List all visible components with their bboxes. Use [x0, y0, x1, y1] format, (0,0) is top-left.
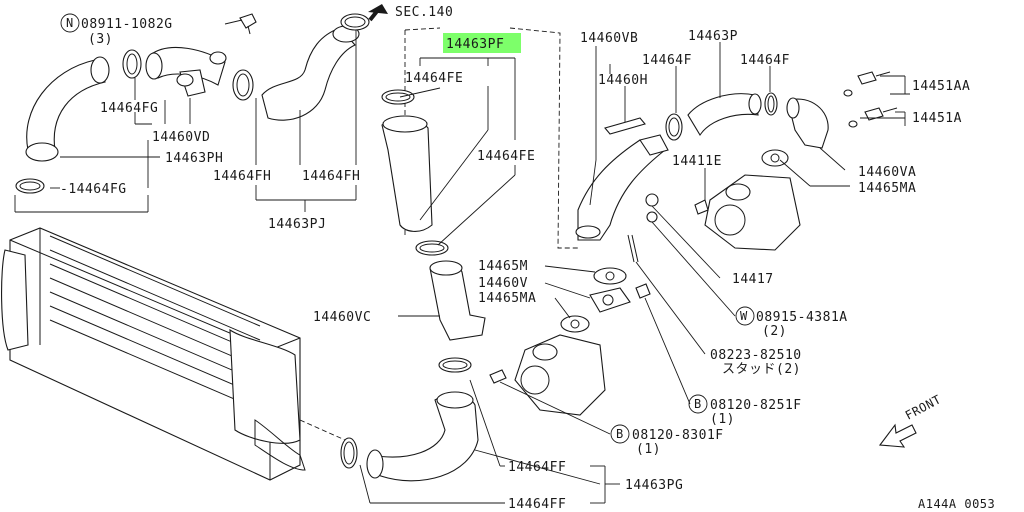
label-14460VB[interactable]: 14460VB [580, 31, 638, 46]
nut-14417[interactable] [645, 193, 659, 223]
diagram-code: A144A 0053 [918, 497, 995, 511]
label-08120-8251F[interactable]: 08120-8251F [710, 398, 802, 413]
label-qty-2: (2) [762, 324, 787, 339]
label-qty-3: (3) [88, 32, 113, 47]
hose-14463PJ[interactable] [261, 25, 360, 121]
label-14464F-left[interactable]: 14464F [642, 53, 692, 68]
label-14460VC[interactable]: 14460VC [313, 310, 371, 325]
clamp-14464FE-upper[interactable] [381, 89, 415, 105]
clamp-14464F-right[interactable] [764, 92, 778, 116]
pipe-14460VA[interactable] [786, 97, 829, 149]
gasket-14460H[interactable] [604, 117, 646, 135]
intercooler[interactable] [1, 227, 306, 481]
label-08223-82510[interactable]: 08223-82510 [710, 348, 802, 363]
bolt-14411E[interactable] [694, 199, 709, 215]
label-14464FH-left[interactable]: 14464FH [213, 169, 271, 184]
gasket-14465MA-lower[interactable] [560, 315, 590, 333]
label-14464FE-upper[interactable]: 14464FE [405, 71, 463, 86]
hose-14463PF[interactable] [381, 115, 433, 232]
gasket-14465M[interactable] [593, 267, 627, 285]
clamp-14464FH-top[interactable] [340, 13, 370, 31]
prefix-b-circle-lower [610, 424, 630, 444]
label-14463PF[interactable]: 14463PF [446, 37, 504, 52]
label-front: FRONT [903, 392, 944, 422]
arrow-sec140 [368, 4, 388, 22]
bolt-08120-8251F[interactable] [635, 283, 651, 299]
bolt-08911[interactable] [239, 13, 257, 35]
label-14464FG-upper[interactable]: 14464FG [100, 101, 158, 116]
stud-08223[interactable] [627, 234, 639, 263]
clamp-14464FH-left[interactable] [232, 69, 254, 101]
label-14465MA-upper[interactable]: 14465MA [858, 181, 916, 196]
label-14465MA-lower[interactable]: 14465MA [478, 291, 536, 306]
prefix-w: W [740, 309, 748, 323]
prefix-n-circle [60, 13, 80, 33]
label-14451A[interactable]: 14451A [912, 111, 962, 126]
label-14464F-right[interactable]: 14464F [740, 53, 790, 68]
flange-14460V[interactable] [589, 287, 631, 313]
label-14417[interactable]: 14417 [732, 272, 774, 287]
pipe-14460VD[interactable] [145, 46, 227, 97]
label-14463PH[interactable]: 14463PH [165, 151, 223, 166]
label-qty-1-lower: (1) [636, 442, 661, 457]
clamp-14464FF-lower[interactable] [340, 437, 358, 469]
turbo-front[interactable] [704, 174, 801, 251]
label-14464FE-lower[interactable]: 14464FE [477, 149, 535, 164]
leader-lines [14, 19, 910, 504]
clamp-14464FG-lower[interactable] [15, 178, 45, 194]
label-14451AA[interactable]: 14451AA [912, 79, 970, 94]
clamp-14464FF-upper[interactable] [438, 357, 472, 373]
label-14460V[interactable]: 14460V [478, 276, 528, 291]
label-08915-4381A[interactable]: 08915-4381A [756, 310, 848, 325]
gasket-14465MA-upper[interactable] [761, 149, 789, 167]
label-14460VA[interactable]: 14460VA [858, 165, 916, 180]
label-14464FG-lower[interactable]: -14464FG [60, 182, 127, 197]
label-14464FF-upper[interactable]: 14464FF [508, 460, 566, 475]
hose-14463PH[interactable] [25, 56, 110, 162]
label-14465M[interactable]: 14465M [478, 259, 528, 274]
hose-14463PG[interactable] [366, 391, 479, 482]
highlight-14463PF [443, 33, 521, 53]
front-arrow-icon [878, 423, 917, 448]
prefix-w-circle [735, 306, 755, 326]
label-sec140[interactable]: SEC.140 [395, 5, 453, 20]
clamp-14464F-left[interactable] [665, 113, 683, 141]
pipe-14460VC[interactable] [429, 260, 486, 341]
label-stud: スタッド(2) [722, 362, 801, 377]
label-08120-8301F[interactable]: 08120-8301F [632, 428, 724, 443]
bolt-08120-8301F[interactable] [489, 369, 507, 384]
prefix-b-lower: B [616, 427, 624, 441]
bolt-14451AA[interactable] [843, 71, 891, 97]
clamp-14464FG-upper[interactable] [122, 49, 142, 79]
label-08911-1082G[interactable]: 08911-1082G [81, 17, 173, 32]
label-14463P[interactable]: 14463P [688, 29, 738, 44]
hose-14463P[interactable] [687, 93, 762, 137]
pipe-14460VB[interactable] [575, 134, 669, 241]
label-14411E[interactable]: 14411E [672, 154, 722, 169]
label-qty-1-upper: (1) [710, 412, 735, 427]
label-14464FF-lower[interactable]: 14464FF [508, 497, 566, 512]
label-14464FH-right[interactable]: 14464FH [302, 169, 360, 184]
bolt-14451A[interactable] [848, 107, 898, 128]
prefix-b-circle-upper [688, 394, 708, 414]
prefix-n: N [66, 16, 74, 30]
prefix-b-upper: B [694, 397, 702, 411]
turbo-rear[interactable] [514, 334, 606, 416]
label-14460H[interactable]: 14460H [598, 73, 648, 88]
clamp-14464FE-lower[interactable] [415, 240, 449, 256]
label-14463PJ[interactable]: 14463PJ [268, 217, 326, 232]
label-14463PG[interactable]: 14463PG [625, 478, 683, 493]
label-14460VD[interactable]: 14460VD [152, 130, 210, 145]
